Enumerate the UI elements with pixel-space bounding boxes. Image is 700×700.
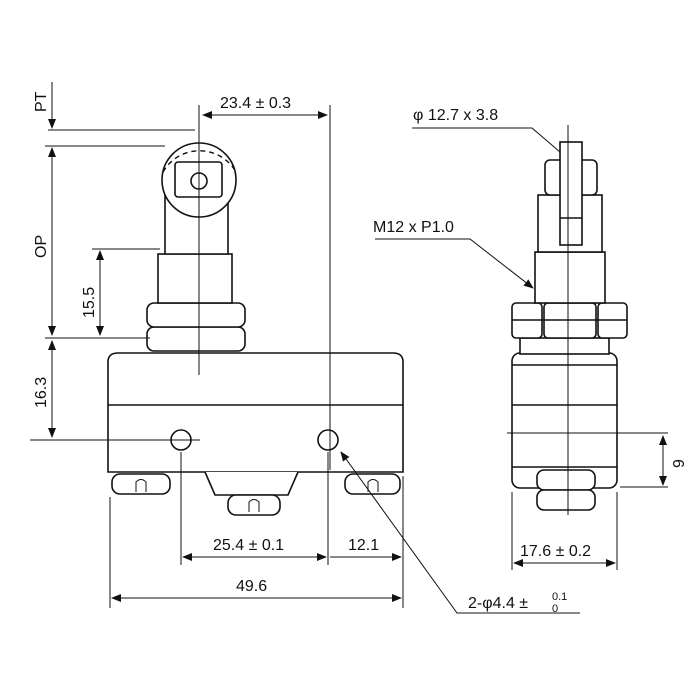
dim-hole-from-bottom: 9 (671, 459, 688, 468)
mounting-hole (317, 429, 339, 451)
front-view: 23.4 ± 0.3 PT OP 15.5 16.3 25.4 ± 0.1 12… (30, 82, 580, 615)
dim-plunger-offset: 23.4 ± 0.3 (220, 95, 291, 112)
op-label: OP (33, 235, 50, 258)
dim-hole-spacing: 25.4 ± 0.1 (213, 537, 284, 554)
dim-plunger-height: 15.5 (81, 287, 98, 318)
hole-tol-lower: 0 (552, 603, 558, 615)
dim-hole-height: 16.3 (33, 377, 50, 408)
terminals (111, 471, 401, 516)
hole-tol-upper: 0.1 (552, 591, 567, 603)
roller-callout: φ 12.7 x 3.8 (413, 107, 498, 124)
side-view: 9 17.6 ± 0.2 φ 12.7 x 3.8 M12 x P1.0 (373, 107, 688, 570)
hole-callout: 2-φ4.4 ± (468, 595, 528, 612)
dim-hole-edge: 12.1 (348, 537, 379, 554)
actuator (146, 142, 246, 352)
thread-callout: M12 x P1.0 (373, 219, 454, 236)
roller (559, 141, 583, 246)
dim-depth: 17.6 ± 0.2 (520, 543, 591, 560)
dim-total-width: 49.6 (236, 578, 267, 595)
switch-body (107, 352, 404, 473)
pt-label: PT (33, 91, 50, 112)
